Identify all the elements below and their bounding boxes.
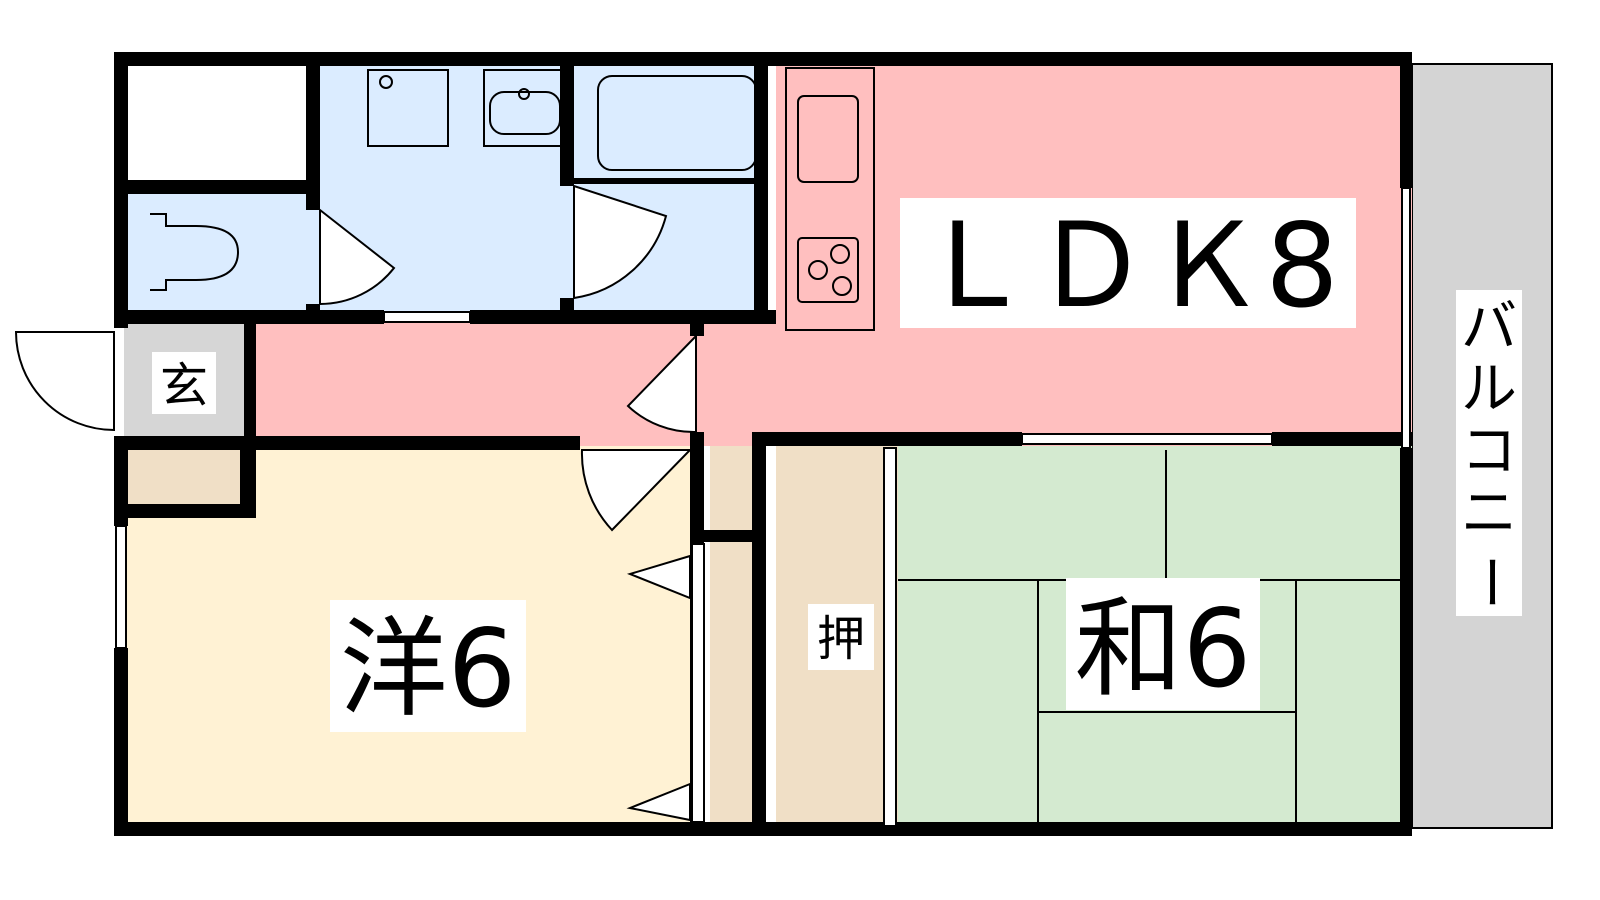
stove-icon <box>797 237 859 303</box>
faucet-icon <box>518 88 530 100</box>
burner-icon-3 <box>832 276 852 296</box>
closet-door-lower <box>626 782 691 822</box>
ldk-door <box>626 333 697 434</box>
closet-door-upper <box>626 554 691 600</box>
entrance-label: 玄 <box>160 358 208 414</box>
drain-icon <box>379 75 393 89</box>
balcony-label-char-3: コ <box>1461 419 1517 484</box>
sliding-door-ldk-japanese <box>1021 433 1273 445</box>
toilet-area <box>124 186 314 314</box>
window-ldk-east <box>1401 187 1411 449</box>
doors <box>14 184 697 822</box>
bathroom-door <box>573 184 668 300</box>
entrance-door <box>14 331 115 432</box>
sink-basin-icon <box>797 95 859 183</box>
balcony-label-char-5: ー <box>1457 554 1522 610</box>
toilet-door <box>319 207 396 306</box>
japanese-room-label: 和6 <box>1075 587 1252 712</box>
western-room-label: 洋6 <box>340 607 517 732</box>
balcony-label-char-1: バ <box>1461 295 1517 360</box>
ldk-label: ＬＤＫ8 <box>917 199 1339 334</box>
shoe-storage-area <box>124 446 256 506</box>
walls <box>114 52 1412 836</box>
balcony-label-char-2: ル <box>1461 357 1517 422</box>
hallway-area <box>256 322 776 446</box>
burner-icon-1 <box>830 244 850 264</box>
fusuma-japanese <box>883 447 897 827</box>
window-west <box>115 525 127 649</box>
washing-machine-pan <box>367 69 449 147</box>
toilet-icon <box>150 213 240 291</box>
labels: ＬＤＫ8 洋6 和6 玄 押 バ ル コ ニ ー <box>152 198 1522 732</box>
closet-label: 押 <box>817 611 865 667</box>
kitchen-counter <box>785 67 875 331</box>
western-room-door <box>580 449 693 532</box>
closet-doors-western <box>691 543 705 823</box>
balcony-label-char-4: ニ <box>1461 481 1517 546</box>
windows <box>115 187 1411 827</box>
sliding-door-washroom <box>383 311 471 323</box>
burner-icon-2 <box>808 260 828 280</box>
